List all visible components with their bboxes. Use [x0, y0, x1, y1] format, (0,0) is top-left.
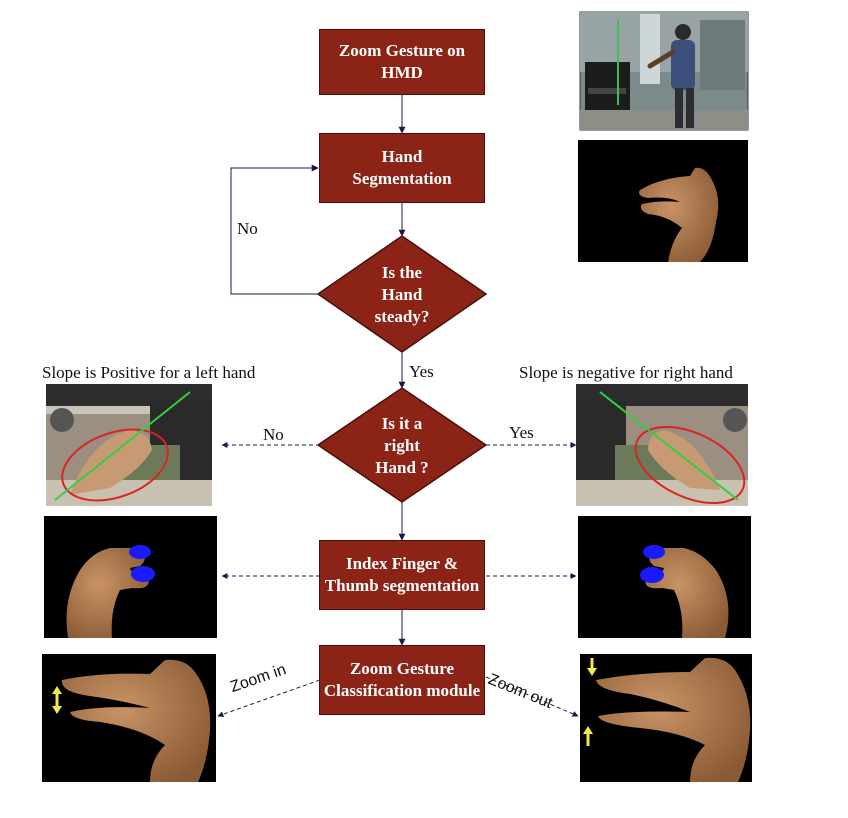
edge-label-no-left: No — [263, 425, 284, 444]
node-finger-segmentation: Index Finger & Thumb segmentation — [319, 540, 485, 610]
photo-hand-segmented — [578, 140, 748, 262]
photo-right-slope — [576, 384, 748, 506]
node-hand-segmentation: Hand Segmentation — [319, 133, 485, 203]
decision-right-line3: Hand ? — [375, 458, 429, 477]
node-start: Zoom Gesture on HMD — [319, 29, 485, 95]
photo-hmd-user — [579, 11, 749, 131]
caption-right-slope: Slope is negative for right hand — [519, 363, 733, 382]
decision-right-line1: Is it a — [381, 414, 423, 433]
decision-steady-line1: Is the — [381, 263, 423, 282]
arrow-no-loop — [230, 164, 320, 295]
edge-label-yes-right: Yes — [509, 423, 534, 442]
photo-left-finger-mask — [44, 516, 217, 638]
decision-steady-line3: steady? — [374, 307, 430, 326]
arrow-zoom-out — [485, 676, 579, 717]
photo-left-slope — [46, 384, 212, 506]
decision-steady: Is the Hand steady? — [352, 262, 452, 328]
photo-right-finger-mask — [578, 516, 751, 638]
node-classification: Zoom Gesture Classification module — [319, 645, 485, 715]
photo-zoom-out — [580, 654, 752, 782]
decision-steady-line2: Hand — [381, 285, 423, 304]
caption-left-slope: Slope is Positive for a left hand — [42, 363, 256, 382]
decision-right-shape — [316, 387, 488, 503]
photo-zoom-in — [42, 654, 216, 782]
decision-right-hand: Is it a right Hand ? — [352, 413, 452, 479]
edge-label-no-loop: No — [237, 219, 258, 238]
edge-label-yes-steady: Yes — [409, 362, 434, 381]
decision-right-line2: right — [384, 436, 420, 455]
decision-steady-shape — [316, 235, 488, 353]
